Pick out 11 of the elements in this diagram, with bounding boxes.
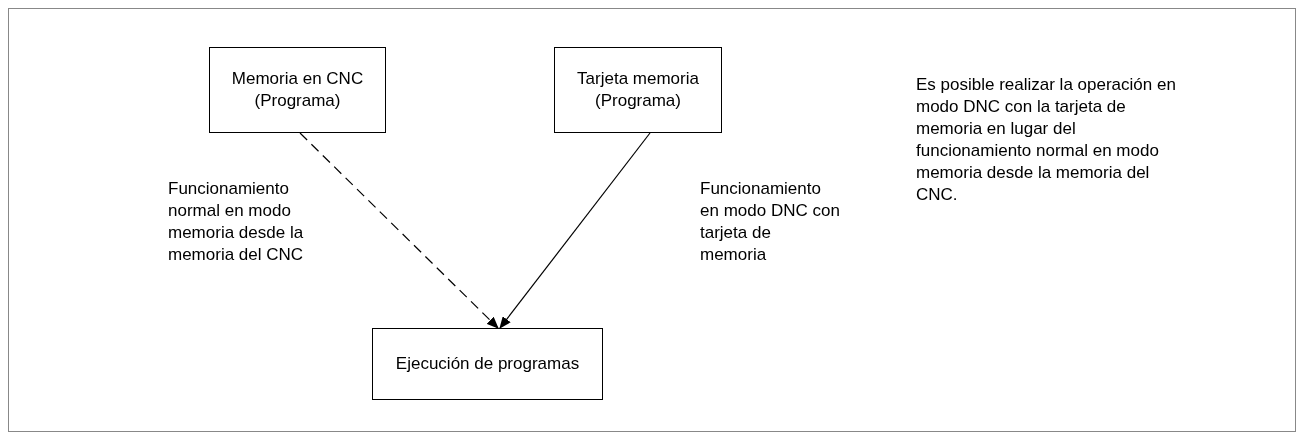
process-box: [554, 47, 722, 133]
edge-label: Funcionamiento normal en modo memoria desde la memoria del CNC: [168, 178, 305, 266]
box-text: Memoria en CNC (Programa): [230, 68, 365, 112]
box-text: Ejecución de programas: [395, 353, 580, 375]
edge-label: Funcionamiento en modo DNC con tarjeta de memoria: [700, 178, 840, 266]
process-box: [209, 47, 386, 133]
process-box: [372, 328, 603, 400]
arrow: [299, 132, 499, 329]
arrow: [499, 132, 651, 329]
box-text: Tarjeta memoria (Programa): [576, 68, 700, 112]
note-text: Es posible realizar la operación en modo DNC con la tarjeta de memoria en lugar del funcionamiento normal en modo memoria desde la memoria del CNC.: [916, 74, 1176, 206]
